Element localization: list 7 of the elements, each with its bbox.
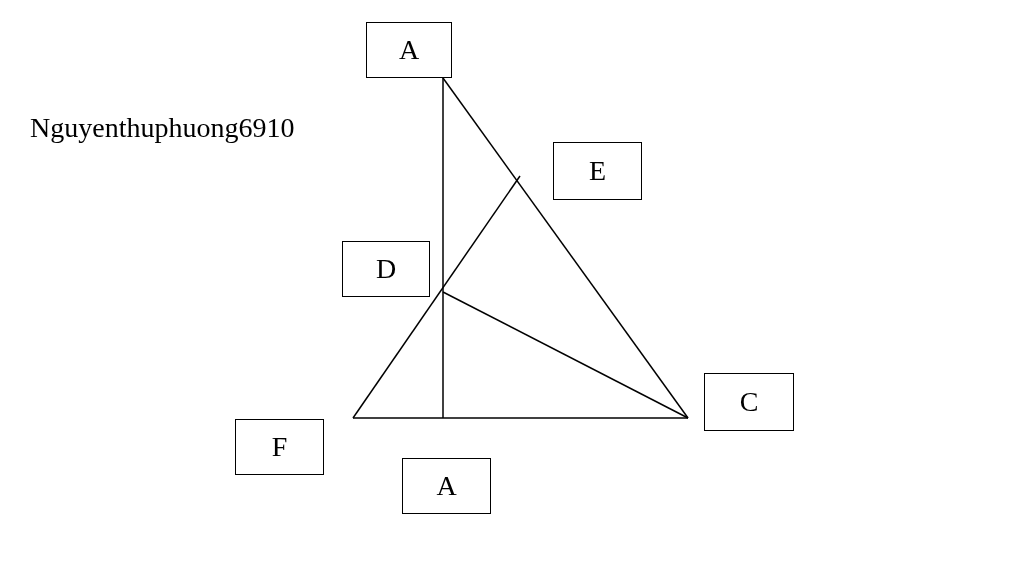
author-note: Nguyenthuphuong6910 bbox=[30, 112, 295, 144]
point-label: D bbox=[342, 241, 430, 297]
point-label: A bbox=[366, 22, 452, 78]
point-label: F bbox=[235, 419, 324, 475]
point-label: E bbox=[553, 142, 642, 200]
point-label: C bbox=[704, 373, 794, 431]
point-label: A bbox=[402, 458, 491, 514]
